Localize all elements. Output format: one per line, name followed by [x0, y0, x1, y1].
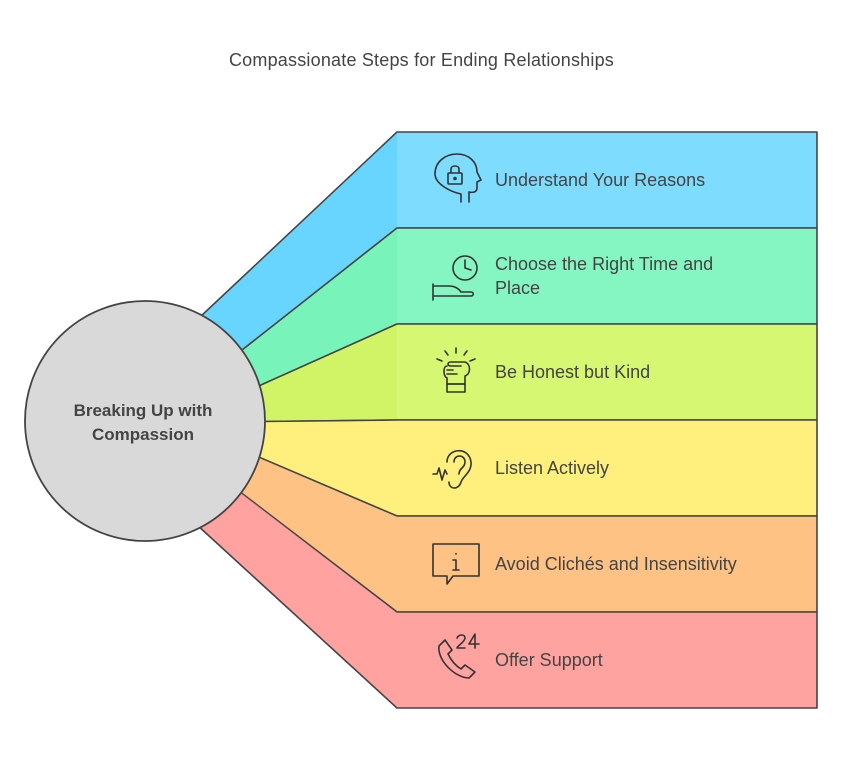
ear-icon — [432, 449, 472, 489]
head-lock-icon — [434, 153, 482, 203]
step-wedge-3 — [258, 325, 397, 421]
step-wedge-5 — [240, 457, 397, 611]
step-wedge-1 — [202, 133, 397, 351]
step-wedge-2 — [241, 229, 397, 386]
center-circle — [24, 300, 266, 542]
fist-icon — [436, 347, 476, 393]
clock-hand-icon — [432, 255, 478, 301]
step-wedge-4 — [258, 421, 397, 515]
step-label-3: Be Honest but Kind — [495, 362, 650, 382]
info-bubble-icon — [432, 543, 480, 585]
step-wedge-6 — [200, 492, 397, 707]
step-label-6: Offer Support — [495, 650, 603, 670]
diagram-title: Compassionate Steps for Ending Relations… — [228, 50, 615, 70]
step-label-5: Avoid Clichés and Insensitivity — [495, 554, 737, 574]
step-label-4: Listen Actively — [495, 458, 609, 478]
step-label-1: Understand Your Reasons — [495, 170, 705, 190]
phone-24-icon — [438, 633, 480, 679]
